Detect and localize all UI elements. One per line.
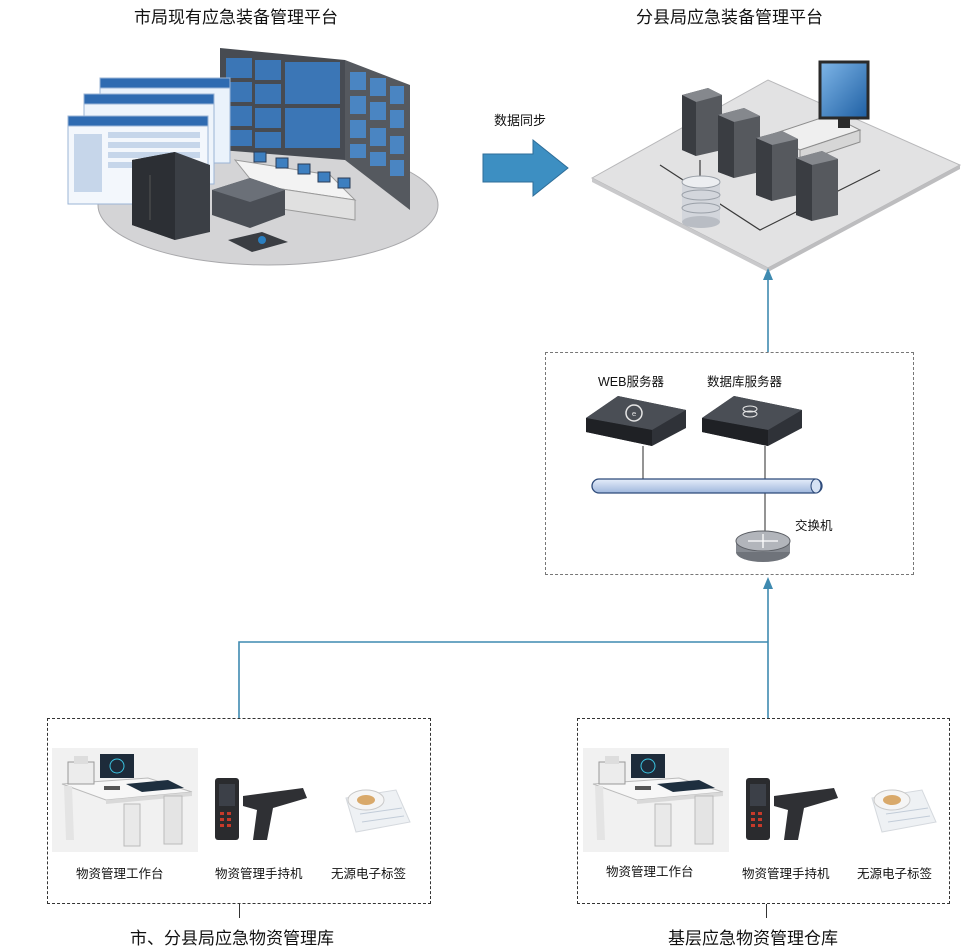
switch-icon [735,530,791,562]
handheld-label-right: 物资管理手持机 [742,867,830,881]
county-platform-title: 分县局应急装备管理平台 [636,8,823,27]
county-platform-illustration [590,60,962,272]
web-server-icon: e [586,396,686,446]
city-platform-title: 市局现有应急装备管理平台 [134,8,338,27]
warehouse-right-title: 基层应急物资管理仓库 [668,929,838,948]
right-title-tick [766,904,767,918]
sync-arrow [482,138,569,198]
rfid-tag-image-right [866,784,938,836]
handheld-image-right [744,776,841,844]
database-server-icon [702,396,802,446]
web-server-label: WEB服务器 [598,375,664,389]
arrowhead-up-server-group [763,577,773,589]
database-cylinder-icon [681,175,721,228]
left-title-tick [239,904,240,918]
db-server-label: 数据库服务器 [707,375,783,389]
connector-lines [238,276,769,718]
rfid-label-left: 无源电子标签 [331,867,407,881]
workstation-label-right: 物资管理工作台 [606,865,694,879]
arrowhead-up-platform [763,268,773,280]
server-group-box [545,352,914,575]
handheld-label-left: 物资管理手持机 [215,867,303,881]
workstation-image-left [52,748,198,852]
network-bus [591,478,823,494]
warehouse-right-box [577,718,950,904]
warehouse-left-title: 市、分县局应急物资管理库 [130,929,334,948]
rfid-label-right: 无源电子标签 [857,867,933,881]
sync-label: 数据同步 [494,113,547,128]
svg-text:e: e [632,410,636,418]
workstation-label-left: 物资管理工作台 [76,867,164,881]
switch-label: 交换机 [795,519,833,533]
city-platform-illustration [67,48,439,266]
handheld-image-left [213,776,310,844]
rfid-tag-image-left [340,784,412,836]
workstation-image-right [583,748,729,852]
warehouse-left-box [47,718,431,904]
